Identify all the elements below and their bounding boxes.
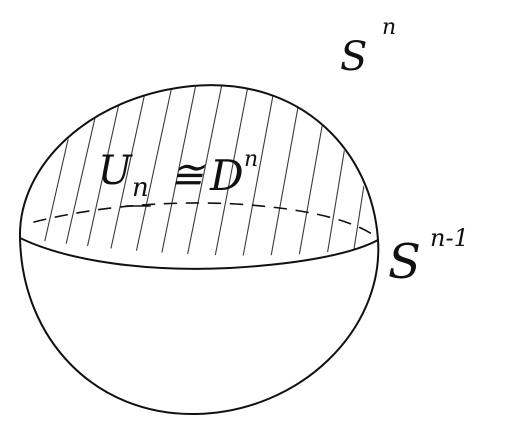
equator-label-exponent: n-1 [430, 224, 469, 252]
equator-front [19, 237, 379, 270]
hemisphere-label-lhs: U [98, 148, 133, 194]
homeomorphic-symbol: ≅ [170, 152, 206, 198]
upper-hemisphere-hatching [39, 84, 373, 256]
hemisphere-label-lhs-subscript: n [132, 173, 149, 203]
sphere-outline [18, 84, 380, 416]
hemisphere-label-rhs-exponent: n [244, 147, 258, 172]
sphere-label-exponent: n [382, 15, 396, 40]
sphere-label: S [340, 34, 367, 80]
hemisphere-label-rhs: D [209, 151, 244, 200]
equator-back-dashed [33, 202, 373, 235]
equator-label: S [388, 234, 421, 290]
